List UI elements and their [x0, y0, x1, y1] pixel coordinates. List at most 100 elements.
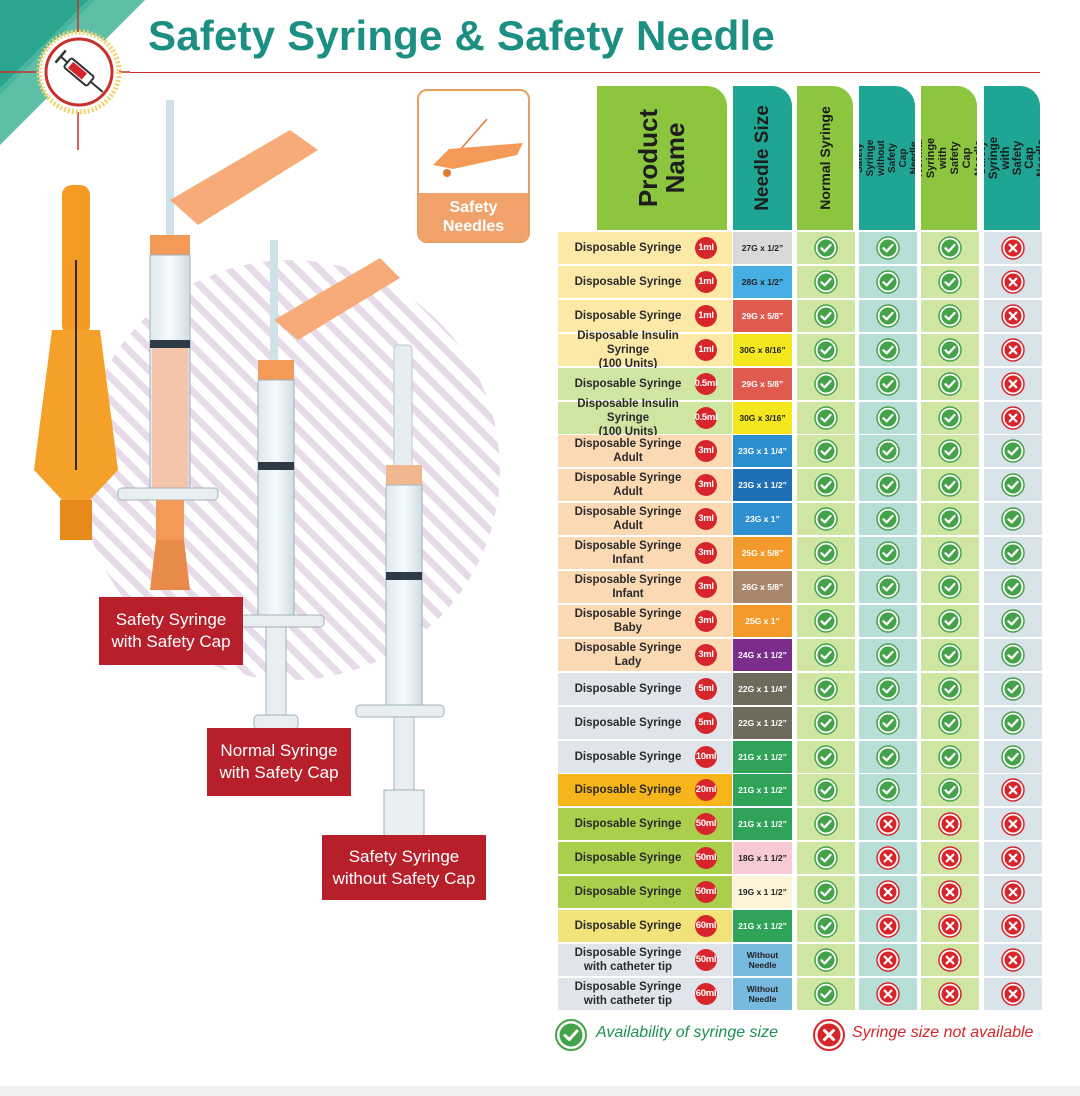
- table-row: Disposable Syringe 5ml 22G x 1 1/4”: [558, 672, 1042, 705]
- not-available-cross-icon: [921, 808, 979, 841]
- available-check-icon: [797, 333, 855, 366]
- header-normal-syringe-with-cap: Normal Syringe with Safety Cap Needle: [921, 86, 977, 230]
- not-available-cross-icon: [984, 876, 1042, 909]
- product-name: Disposable Syringe Baby: [574, 607, 682, 634]
- product-name: Disposable Syringe Infant: [574, 540, 682, 567]
- product-name-cell: Disposable Syringe Infant 3ml: [558, 537, 732, 570]
- available-check-icon: [859, 571, 917, 603]
- syringe-size-badge: 1ml: [695, 270, 717, 293]
- syringe-size-badge: 20ml: [695, 779, 717, 802]
- product-name: Disposable Syringe: [574, 275, 682, 288]
- safety-needle-image: [433, 118, 523, 177]
- available-check-icon: [859, 537, 917, 570]
- syringe-size-badge: 3ml: [695, 542, 717, 565]
- product-name: Disposable Syringe Lady: [574, 641, 682, 668]
- available-check-icon: [984, 503, 1042, 536]
- available-check-icon: [859, 435, 917, 468]
- needle-size-cell: 22G x 1 1/2”: [733, 706, 792, 739]
- syringe-size-badge: 3ml: [695, 643, 717, 666]
- not-available-cross-icon: [984, 367, 1042, 400]
- needle-size-cell: 19G x 1 1/2”: [733, 876, 792, 909]
- not-available-cross-icon: [859, 876, 917, 909]
- syringe-size-badge: 3ml: [695, 440, 717, 463]
- normal-syringe-with-cap-image: [227, 240, 400, 730]
- needle-size: 21G x 1 1/2”: [738, 819, 787, 830]
- needle-size-cell: 25G x 5/8”: [733, 537, 792, 570]
- header-safety-syringe-with-cap: Safety Syringe with Safety Cap Needle: [984, 86, 1040, 230]
- product-name: Disposable Syringe: [574, 716, 682, 729]
- available-check-icon: [921, 672, 979, 705]
- product-name-cell: Disposable Syringe 5ml: [558, 672, 732, 705]
- available-check-icon: [797, 808, 855, 841]
- product-name-cell: Disposable Syringe 1ml: [558, 265, 732, 298]
- not-available-cross-icon: [984, 774, 1042, 807]
- available-check-icon: [921, 232, 979, 264]
- available-check-icon: [859, 299, 917, 332]
- syringe-illustration: [34, 100, 500, 841]
- product-name: Disposable Syringe: [574, 309, 682, 322]
- orange-needle-cap-image: [34, 185, 118, 540]
- available-check-icon: [984, 571, 1042, 603]
- product-name: Disposable Syringe: [574, 377, 682, 390]
- syringe-size-badge: 50ml: [695, 813, 717, 836]
- available-check-icon: [921, 638, 979, 671]
- needle-size-cell: 29G x 5/8”: [733, 299, 792, 332]
- available-check-icon: [984, 706, 1042, 739]
- needle-size-cell: 21G x 1 1/2”: [733, 774, 792, 807]
- not-available-cross-icon: [921, 977, 979, 1010]
- available-check-icon: [797, 435, 855, 468]
- available-check-icon: [921, 537, 979, 570]
- product-name: Disposable Syringe Adult: [574, 472, 682, 499]
- table-row: Disposable Insulin Syringe (100 Units)1m…: [558, 330, 1042, 370]
- available-check-icon: [859, 503, 917, 536]
- needle-size-cell: 21G x 1 1/2”: [733, 740, 792, 773]
- needle-size: 29G x 5/8”: [741, 378, 784, 389]
- available-check-icon: [984, 469, 1042, 502]
- syringe-size-badge: 50ml: [695, 881, 717, 904]
- syringe-size-badge: 5ml: [695, 677, 717, 700]
- available-check-icon: [921, 740, 979, 773]
- not-available-cross-icon: [984, 401, 1042, 434]
- not-available-cross-icon: [984, 265, 1042, 298]
- needle-size: 24G x 1 1/2”: [738, 649, 787, 660]
- product-name: Disposable Syringe with catheter tip: [574, 946, 682, 973]
- available-check-icon: [797, 740, 855, 773]
- available-check-icon: [984, 638, 1042, 671]
- needle-size-cell: 25G x 1”: [733, 604, 792, 637]
- safety-needles-box: Safety Needles: [417, 89, 530, 243]
- product-name: Disposable Syringe: [574, 682, 682, 695]
- available-check-icon: [797, 977, 855, 1010]
- available-check-icon: [859, 774, 917, 807]
- available-check-icon: [921, 774, 979, 807]
- syringe-size-badge: 60ml: [695, 915, 717, 937]
- needle-size-cell: 22G x 1 1/4”: [733, 672, 792, 705]
- label-normal-syringe-with-cap: Normal Syringe with Safety Cap: [207, 728, 351, 796]
- available-check-icon: [797, 503, 855, 536]
- syringe-size-badge: 0.5ml: [695, 406, 718, 429]
- available-check-icon: [984, 740, 1042, 773]
- syringe-size-badge: 3ml: [695, 508, 717, 531]
- needle-size: 23G x 1”: [745, 514, 780, 525]
- table-row: Disposable Syringe Lady 3ml 24G x 1 1/2”: [558, 638, 1042, 671]
- product-name-cell: Disposable Syringe 50ml: [558, 842, 732, 875]
- needle-size-cell: 29G x 5/8”: [733, 367, 792, 400]
- available-check-icon: [921, 469, 979, 502]
- product-name: Disposable Syringe: [574, 852, 682, 865]
- not-available-cross-icon: [859, 842, 917, 875]
- needle-size-cell: 27G x 1/2”: [733, 232, 792, 264]
- available-check-icon: [921, 706, 979, 739]
- syringe-size-badge: 50ml: [695, 847, 717, 870]
